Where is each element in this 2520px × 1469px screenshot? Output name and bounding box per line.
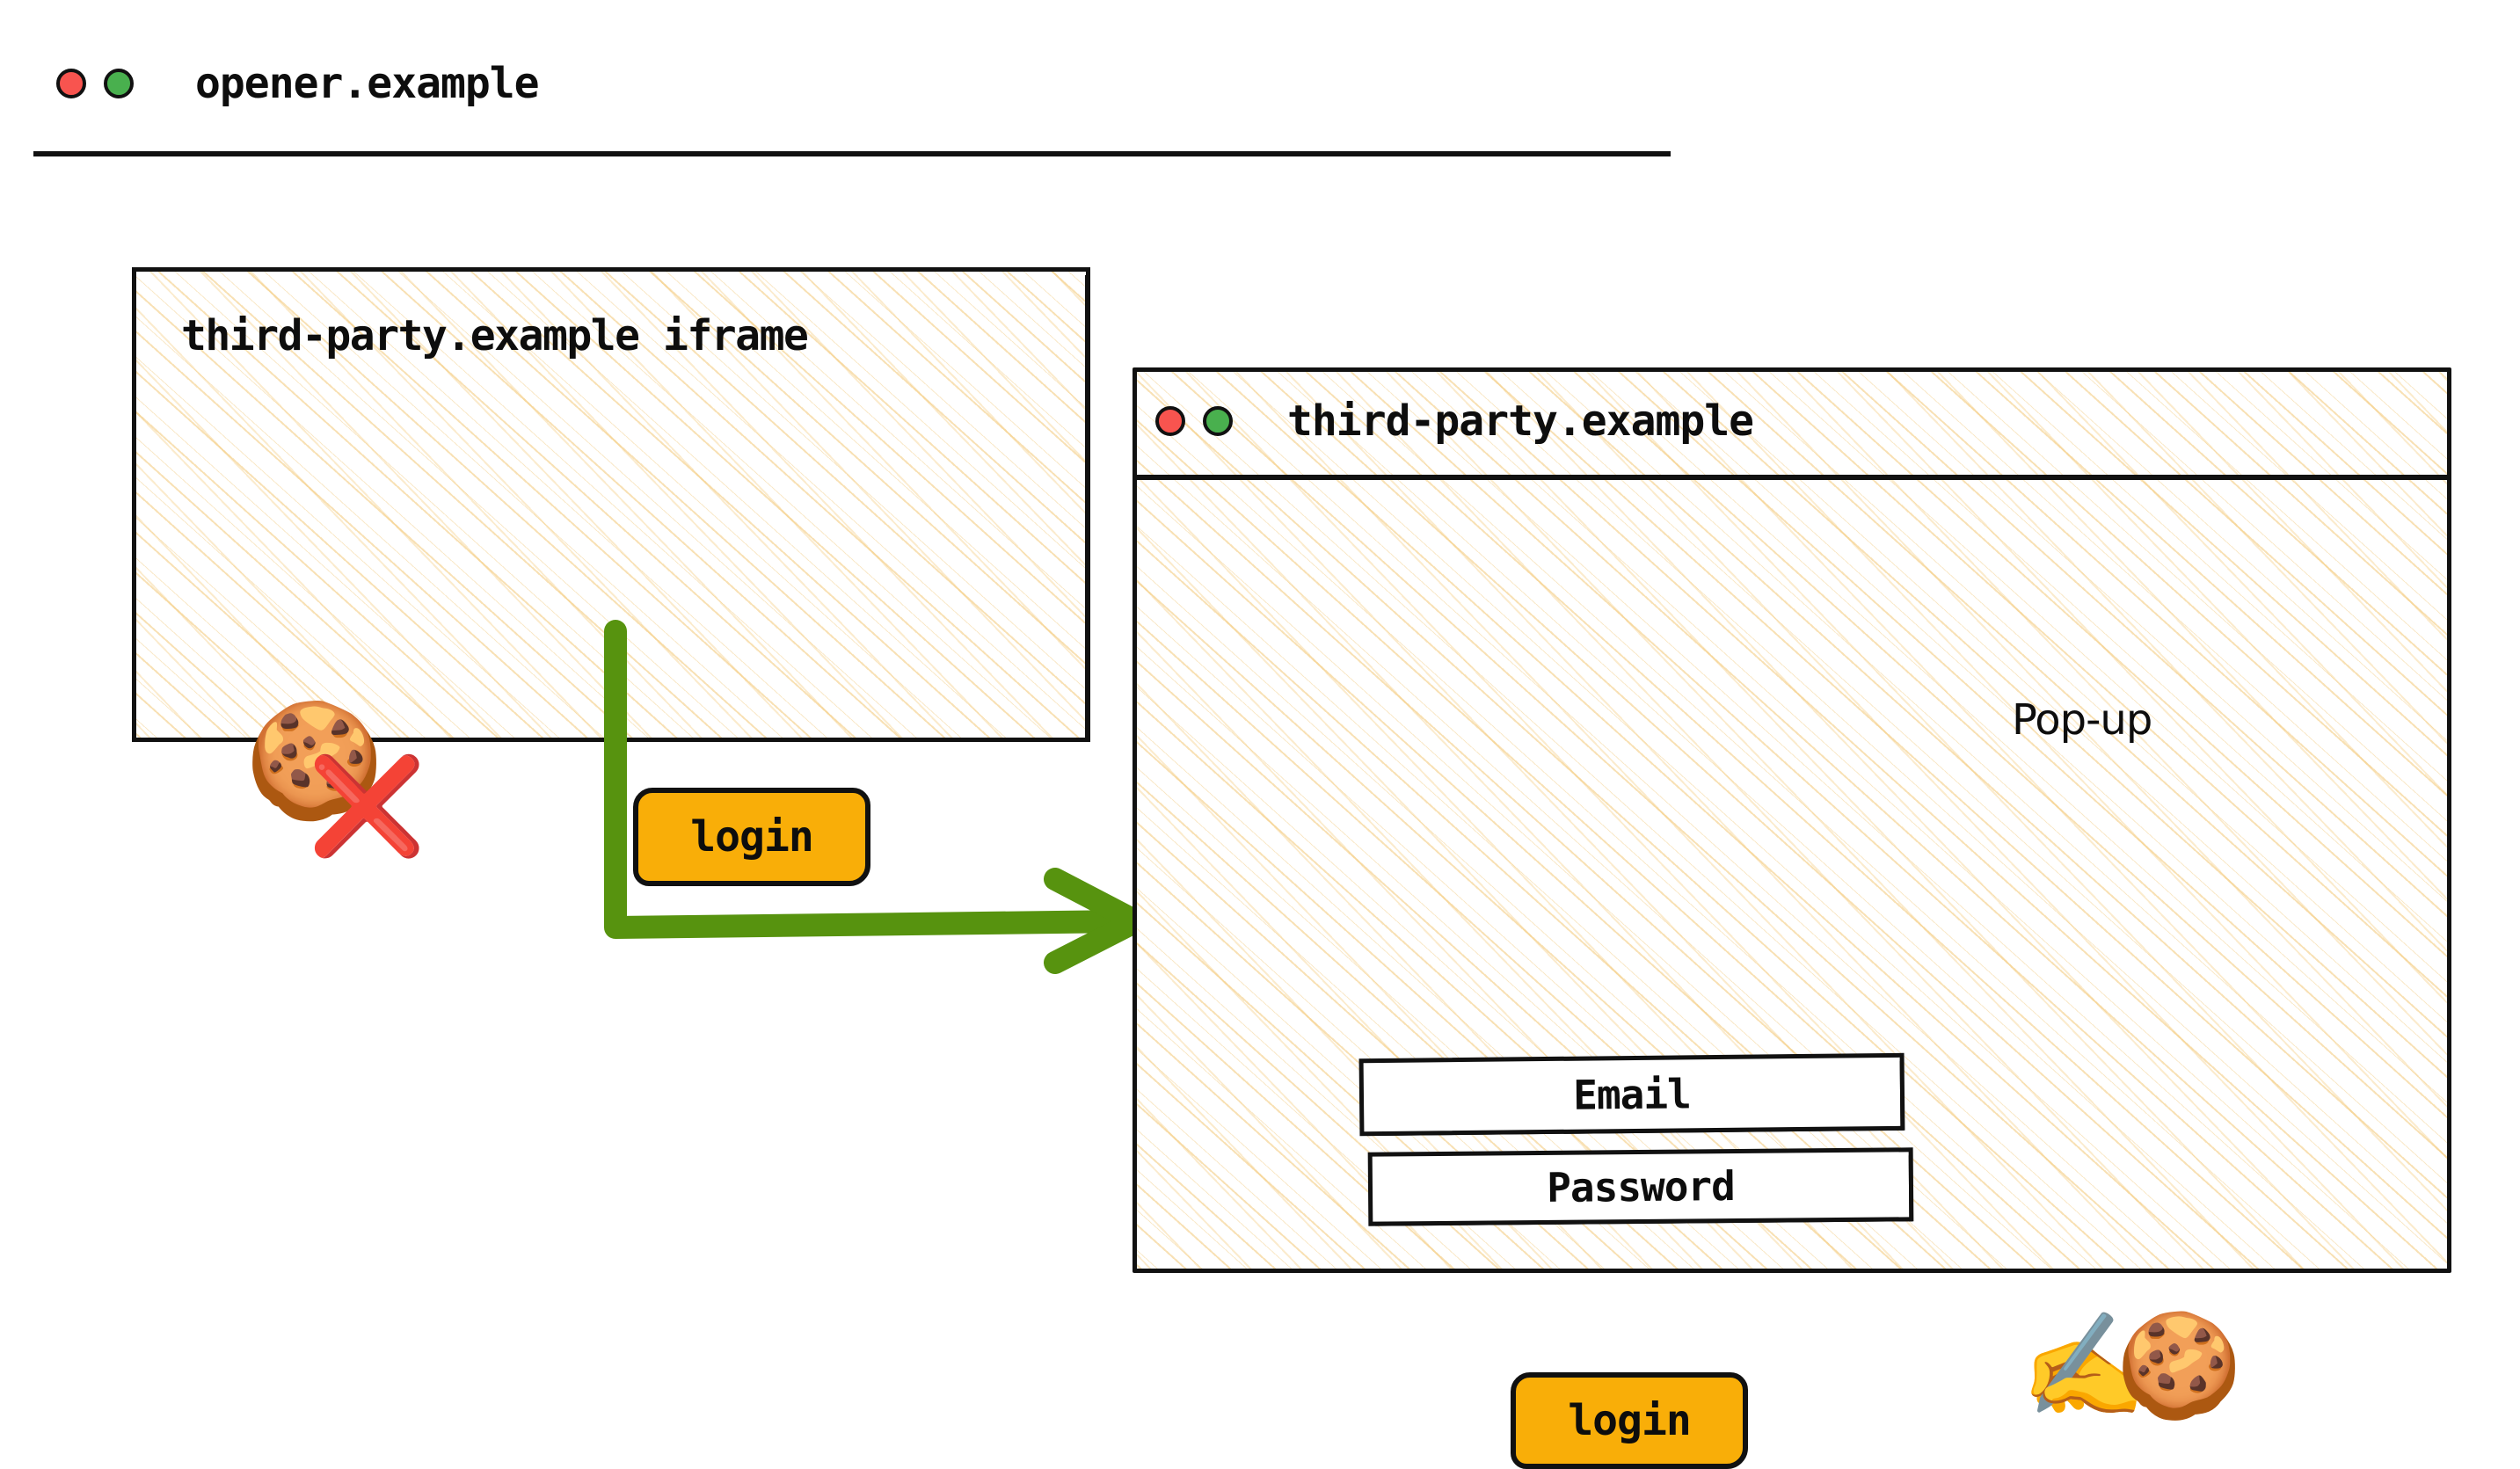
popup-titlebar[interactable]: third-party.example xyxy=(1133,367,2451,480)
iframe-title-label: third-party.example iframe xyxy=(181,311,809,360)
popup-annotation-label: Pop-up xyxy=(2012,695,2152,745)
popup-close-button-icon[interactable] xyxy=(1155,406,1185,436)
password-field[interactable]: Password xyxy=(1367,1147,1914,1226)
popup-traffic-lights xyxy=(1155,406,1233,436)
popup-window-title: third-party.example xyxy=(1287,396,1754,446)
cookie-icon: 🍪 xyxy=(244,695,385,826)
popup-cookie-icon: 🍪 xyxy=(2116,1306,2243,1425)
opener-traffic-lights xyxy=(56,69,134,98)
opener-window-title: opener.example xyxy=(195,59,540,108)
popup-login-button[interactable]: login xyxy=(1511,1372,1748,1469)
third-party-iframe[interactable]: third-party.example iframe 🍪 ❌ login xyxy=(132,267,1090,886)
blocked-cross-icon: ❌ xyxy=(308,752,426,862)
email-field[interactable]: Email xyxy=(1358,1052,1905,1137)
maximize-button-icon[interactable] xyxy=(104,69,134,98)
popup-window-content: Email Password login Pop-up ✍️ 🍪 xyxy=(1133,480,2451,1469)
iframe-login-button[interactable]: login xyxy=(633,788,870,886)
close-button-icon[interactable] xyxy=(56,69,86,98)
popup-maximize-button-icon[interactable] xyxy=(1203,406,1233,436)
popup-browser-window[interactable]: third-party.example Email Password login… xyxy=(1133,367,2451,1469)
opener-titlebar[interactable]: opener.example xyxy=(33,16,1671,156)
